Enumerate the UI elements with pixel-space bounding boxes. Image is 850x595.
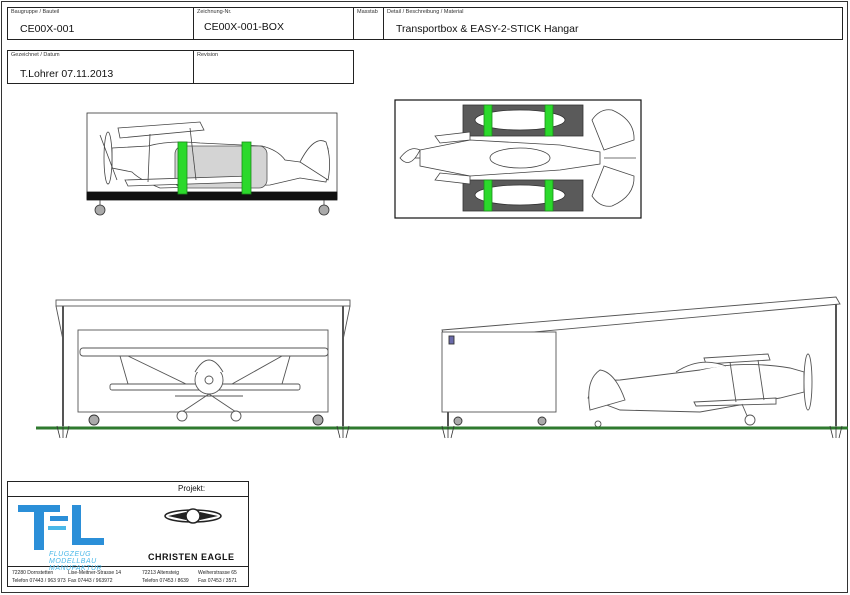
transport-box-side-view [86,112,338,216]
christen-eagle-emblem [164,508,222,524]
contact2-phone: Telefon 07453 / 8639 [142,578,189,584]
detail-value: Transportbox & EASY-2-STICK Hangar [396,23,579,35]
drawing-number-value: CE00X-001-BOX [204,21,284,33]
hangar-feet [56,425,843,439]
group-value: CE00X-001 [20,23,75,35]
logo-line-1: FLUGZEUG [49,551,92,558]
detail-label: Detail / Beschreibung / Material [387,9,464,15]
contact1-street: Lise-Meitner-Strasse 14 [68,570,122,576]
contact1-fax: Fax 07443 / 963972 [68,578,113,584]
logo-area: FLUGZEUG MODELLBAU MANUFAKTUR CHRISTEN E… [8,496,248,572]
drawn-label: Gezeichnet / Datum [11,52,60,58]
flugzeug-logo-text: FLUGZEUG MODELLBAU MANUFAKTUR [49,551,102,572]
project-header: Projekt: [8,482,248,497]
revision-cell: Revision [193,50,354,84]
flugzeug-logo [18,505,222,550]
transport-box-top-view [394,99,642,219]
contact1-city: 72280 Dornstetten [12,570,54,576]
project-heading: Projekt: [178,484,206,493]
contact1-phone: Telefon 07443 / 963 973 [12,578,66,584]
drawn-value: T.Lohrer 07.11.2013 [20,68,114,80]
project-box: Projekt: FLUGZEUG MODELLBAU MANUFAKTUR C… [7,481,249,587]
contact2-fax: Fax 07453 / 3571 [198,578,237,584]
drawn-cell: Gezeichnet / Datum T.Lohrer 07.11.2013 [7,50,194,84]
group-label: Baugruppe / Bauteil [11,9,60,15]
revision-label: Revision [197,52,219,58]
logo-line-3: MANUFAKTUR [49,565,103,572]
hangar-front-view [55,299,351,426]
scale-label: Masstab [357,9,378,15]
contact2-street: Weiherstrasse 65 [198,570,237,576]
group-cell: Baugruppe / Bauteil CE00X-001 [7,7,194,40]
contact2-city: 72213 Altensteig [142,570,179,576]
christen-eagle-text: CHRISTEN EAGLE [148,552,235,562]
drawing-number-label: Zeichnung-Nr. [197,9,232,15]
hangar-side-view [441,296,841,428]
logo-line-2: MODELLBAU [49,558,97,565]
detail-cell: Detail / Beschreibung / Material Transpo… [383,7,843,40]
